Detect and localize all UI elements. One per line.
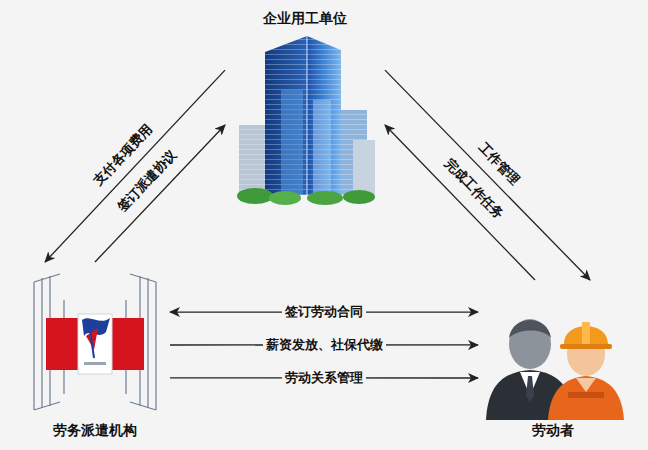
arrow-connector: [385, 125, 535, 280]
arrow-connector: [385, 70, 590, 280]
illustrated-node: 企业用工单位: [225, 8, 385, 215]
illustrated-node: 劳动者: [478, 280, 628, 442]
node-caption: 劳务派遣机构: [50, 420, 140, 442]
arrow-connector: [45, 70, 225, 262]
arrow-connector: [95, 125, 225, 262]
office-building: [225, 30, 385, 208]
edge-label: 签订劳动合同: [282, 304, 366, 320]
illustrated-node: 劳务派遣机构: [20, 262, 170, 442]
node-caption: 企业用工单位: [260, 8, 350, 30]
edge-label: 工作管理: [473, 138, 525, 191]
edge-label: 薪资发放、社保代缴: [262, 337, 385, 353]
edge-label: 劳动关系管理: [282, 370, 366, 386]
workers-figure: [478, 292, 628, 420]
agency-logo: [20, 270, 170, 420]
node-caption: 劳动者: [529, 420, 577, 442]
